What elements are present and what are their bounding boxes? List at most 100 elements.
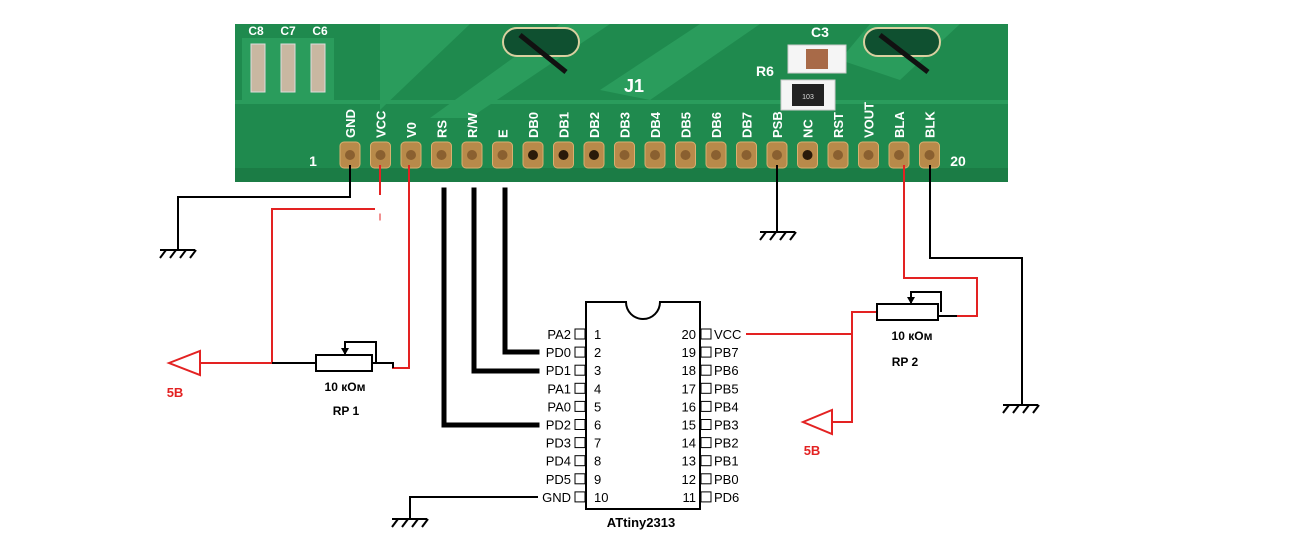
connector-hole xyxy=(924,150,935,160)
ground-symbol xyxy=(1002,404,1040,414)
wire-v0-to-rp1 xyxy=(392,165,410,369)
chip-pin-name: PD6 xyxy=(714,490,739,505)
connector-hole xyxy=(619,150,630,160)
chip-pin-right xyxy=(700,346,712,358)
chip-pin-number: 1 xyxy=(594,327,601,342)
connector-hole xyxy=(375,150,386,160)
potentiometer-rp2: 10 кОм RP 2 xyxy=(876,291,957,369)
wire-e-pd0 xyxy=(502,187,540,355)
chip-pin-right xyxy=(700,328,712,340)
chip-pin-name: PD2 xyxy=(546,418,571,433)
chip-pin-left xyxy=(574,491,586,503)
potentiometer-rp1: 10 кОм RP 1 xyxy=(272,341,394,418)
rp1-name: RP 1 xyxy=(333,404,360,418)
rp1-lead xyxy=(372,362,394,368)
connector-pin-label: VOUT xyxy=(862,102,877,138)
chip-pin-right xyxy=(700,491,712,503)
supply-arrow-icon xyxy=(166,349,201,377)
connector-pin-label: DB2 xyxy=(587,112,602,138)
chip-pin-name: PD5 xyxy=(546,472,571,487)
wire-chip-gnd xyxy=(409,496,538,520)
connector-pin-label: DB5 xyxy=(679,112,694,138)
wire-rw-pd1 xyxy=(471,187,540,374)
chip-pin-number: 16 xyxy=(682,399,696,414)
c3-component xyxy=(806,49,828,69)
connector-pin-label: NC xyxy=(801,119,816,138)
connector-pin-label: DB0 xyxy=(526,112,541,138)
chip-pin-number: 7 xyxy=(594,436,601,451)
connector-pin-label: DB7 xyxy=(740,112,755,138)
supply-label: 5В xyxy=(804,443,821,458)
cap-label: C7 xyxy=(280,24,296,38)
mounting-pin-left xyxy=(518,33,568,74)
chip-pin-name: PB1 xyxy=(714,454,739,469)
chip-pin-name: VCC xyxy=(714,327,741,342)
connector-pin-label: VCC xyxy=(374,110,389,138)
chip-pin-name: PA0 xyxy=(547,399,571,414)
pcb-edge xyxy=(235,168,1008,182)
cap-c6 xyxy=(310,43,326,93)
chip-pin-right xyxy=(700,419,712,430)
connector-hole xyxy=(406,150,416,160)
chip-pin-number: 19 xyxy=(682,345,696,360)
chip-pin-name: PB5 xyxy=(714,381,739,396)
connector-hole xyxy=(558,150,569,160)
chip-pin-right xyxy=(700,382,712,394)
connector-pin-label: BLK xyxy=(923,111,938,138)
chip-pin-name: PD3 xyxy=(546,436,571,451)
chip-pin-number: 20 xyxy=(682,327,696,342)
connector-pin-label: DB3 xyxy=(618,112,633,138)
connector-pin-label: RS xyxy=(435,120,450,138)
wire-vcc-to-5v xyxy=(199,208,375,364)
supply-arrow-icon xyxy=(800,408,833,436)
chip-name: ATtiny2313 xyxy=(607,515,675,530)
connector-label: J1 xyxy=(624,76,644,96)
chip-pin-right xyxy=(700,400,712,412)
pcb-trace xyxy=(235,100,1008,104)
chip-body xyxy=(585,301,701,510)
chip-pin-right xyxy=(700,455,712,467)
connector-hole xyxy=(772,150,782,160)
connector-pin-label: V0 xyxy=(404,122,419,138)
rp2-name: RP 2 xyxy=(892,355,919,369)
connector-pin-label: GND xyxy=(343,109,358,138)
wires xyxy=(177,165,1023,520)
mounting-pin-right xyxy=(878,33,930,74)
cap-c8 xyxy=(250,43,266,93)
connector-pin-label: DB6 xyxy=(709,112,724,138)
chip-pin-number: 5 xyxy=(594,399,601,414)
chip-pin-right xyxy=(700,437,712,449)
connector-pin-label: R/W xyxy=(465,112,480,138)
rp2-value: 10 кОм xyxy=(892,329,933,343)
chip-pin-name: PA1 xyxy=(547,381,571,396)
connector-hole xyxy=(589,150,599,160)
chip-pin-left xyxy=(574,419,586,430)
connector-hole xyxy=(711,150,721,160)
rp1-wiper-arrow-icon xyxy=(341,348,349,355)
chip-pin-left xyxy=(574,364,586,376)
cap-label: C8 xyxy=(248,24,264,38)
chip-pin-name: PB0 xyxy=(714,472,739,487)
r6-marking: 103 xyxy=(802,94,814,101)
chip-pin-number: 15 xyxy=(682,418,696,433)
cap-label: C6 xyxy=(312,24,328,38)
chip-pin-name: PD4 xyxy=(546,454,571,469)
wire-bla-rp2 xyxy=(903,165,978,317)
connector-hole xyxy=(802,150,813,160)
wire-blk-gnd xyxy=(929,165,1023,406)
chip-pin-number: 4 xyxy=(594,381,601,396)
ground-symbol xyxy=(759,231,797,241)
supply-label: 5В xyxy=(167,385,184,400)
chip-pin-left xyxy=(574,382,586,394)
r6-component xyxy=(792,84,824,106)
connector-pin-label: PSB xyxy=(770,111,785,138)
chip-pin-number: 11 xyxy=(683,490,697,505)
chip-pin-number: 17 xyxy=(682,381,696,396)
r6-label: R6 xyxy=(756,63,774,79)
rp1-value: 10 кОм xyxy=(325,380,366,394)
cap-c7 xyxy=(280,43,296,93)
